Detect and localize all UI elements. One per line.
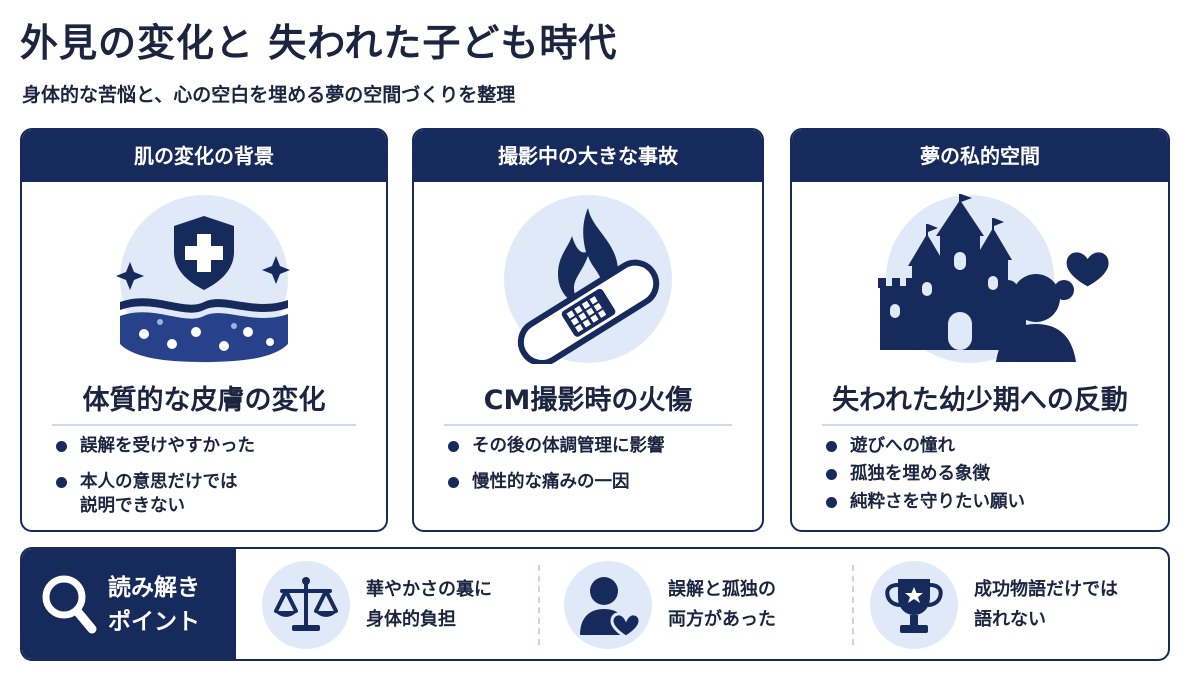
scales-icon xyxy=(262,561,350,649)
bullet-item: 純粋さを守りたい願い xyxy=(824,490,1148,514)
skin-shield-icon xyxy=(84,194,324,364)
card-heading: 夢の私的空間 xyxy=(792,130,1168,182)
card-dream-space: 夢の私的空間 xyxy=(790,128,1170,532)
bullet-item: 孤独を埋める象徴 xyxy=(824,462,1148,486)
card-filming-accident: 撮影中の大きな事故 CM撮影時の火傷 その後の体調管理に影響 慢性的な痛みの一因 xyxy=(412,128,764,532)
card-divider xyxy=(444,424,732,426)
bullet-item: 誤解を受けやすかった xyxy=(54,434,366,458)
card-skin-change: 肌の変化の背景 体質的な皮膚の変化 誤解を受けやすかった 本人の意思だ xyxy=(20,128,388,532)
point-item: 誤解と孤独の両方があった xyxy=(550,549,850,659)
card-bullets: その後の体調管理に影響 慢性的な痛みの一因 xyxy=(446,434,742,506)
point-text: 誤解と孤独の両方があった xyxy=(668,579,776,630)
card-bullets: 誤解を受けやすかった 本人の意思だけでは説明できない xyxy=(54,434,366,518)
person-heart-icon xyxy=(564,561,652,649)
bullet-item: 遊びへの憧れ xyxy=(824,434,1148,458)
page-subtitle: 身体的な苦悩と、心の空白を埋める夢の空間づくりを整理 xyxy=(22,84,516,106)
point-item: 成功物語だけでは語れない xyxy=(856,549,1166,659)
point-separator xyxy=(852,565,854,645)
card-divider xyxy=(822,424,1138,426)
trophy-icon xyxy=(870,561,958,649)
bullet-item: その後の体調管理に影響 xyxy=(446,434,742,458)
card-heading: 撮影中の大きな事故 xyxy=(414,130,762,182)
bullet-item: 本人の意思だけでは説明できない xyxy=(54,470,366,518)
bullet-item: 慢性的な痛みの一因 xyxy=(446,470,742,494)
reading-points-text: 読み解きポイント xyxy=(108,575,200,635)
card-divider xyxy=(52,424,356,426)
card-main-text: CM撮影時の火傷 xyxy=(483,385,693,416)
reading-points-label: 読み解きポイント xyxy=(22,549,236,659)
card-heading: 肌の変化の背景 xyxy=(22,130,386,182)
card-bullets: 遊びへの憧れ 孤独を埋める象徴 純粋さを守りたい願い xyxy=(824,434,1148,518)
point-text: 華やかさの裏に身体的負担 xyxy=(366,579,492,630)
reading-points-panel: 読み解きポイント 華やかさの裏に身体的負担 xyxy=(20,547,1170,661)
magnifier-icon xyxy=(42,575,97,634)
point-separator xyxy=(538,565,540,645)
page-title: 外見の変化と 失われた子ども時代 xyxy=(20,21,618,65)
point-text: 成功物語だけでは語れない xyxy=(974,579,1118,630)
castle-child-icon xyxy=(850,194,1110,364)
card-main-text: 失われた幼少期への反動 xyxy=(832,385,1128,416)
card-main-text: 体質的な皮膚の変化 xyxy=(82,385,326,416)
flame-bandage-icon xyxy=(468,194,708,366)
point-item: 華やかさの裏に身体的負担 xyxy=(248,549,548,659)
